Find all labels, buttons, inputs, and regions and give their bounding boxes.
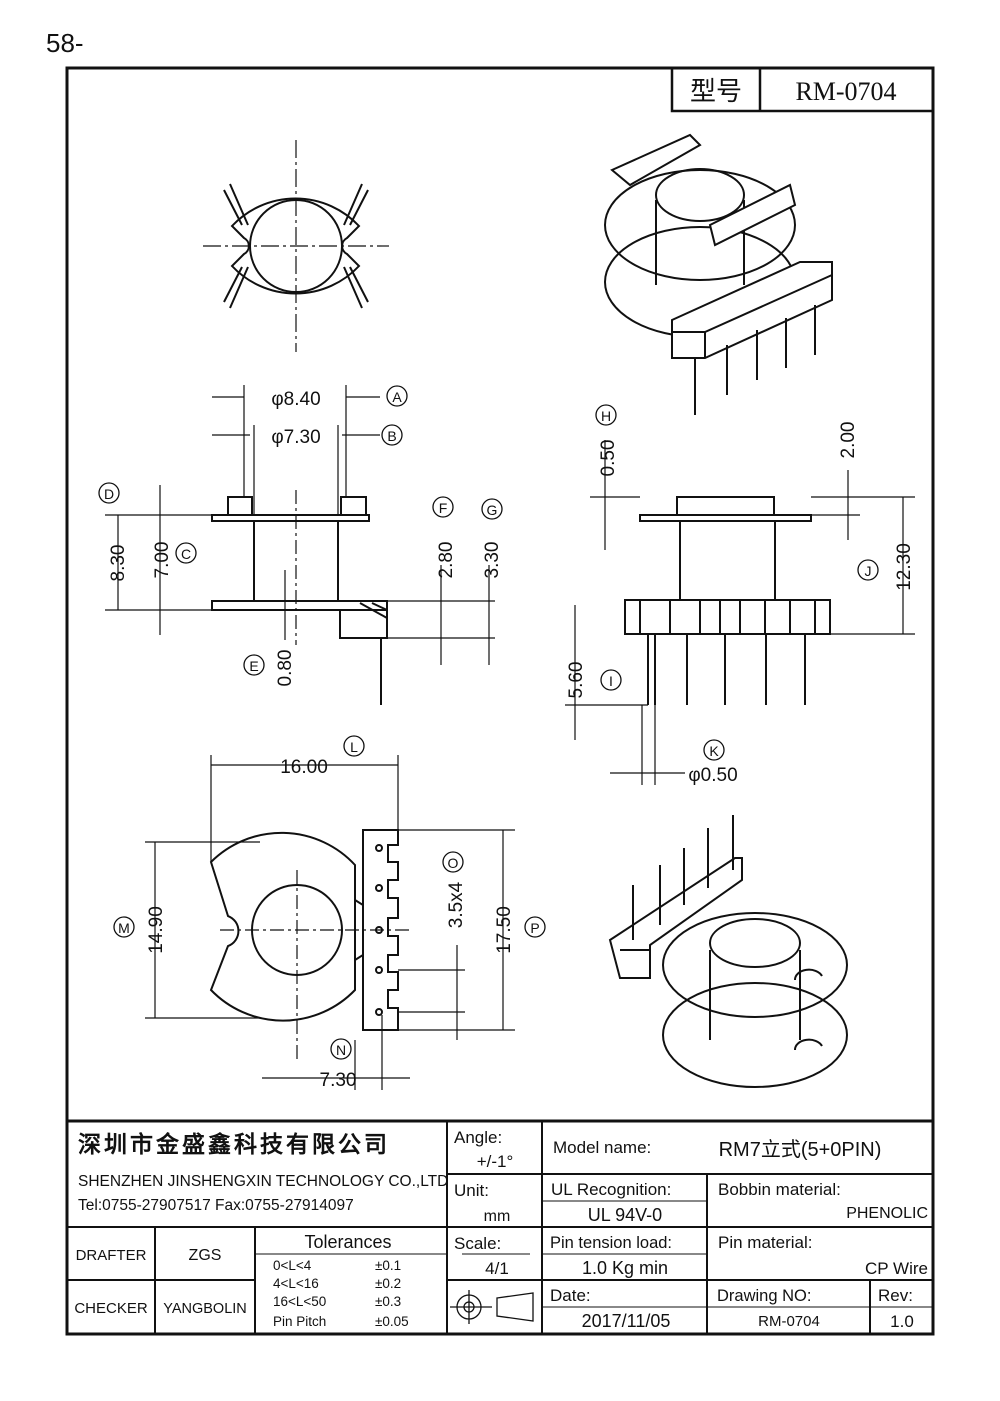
- drawing-no-label: Drawing NO:: [717, 1287, 811, 1305]
- tolerance-range: 0<L<4: [273, 1258, 312, 1273]
- ul-recognition-label: UL Recognition:: [551, 1180, 671, 1199]
- dim-g-letter: G: [487, 502, 498, 518]
- dim-m-letter: M: [118, 920, 130, 936]
- dim-h-value: 0.50: [598, 440, 619, 477]
- dim-m-value: 14.90: [146, 906, 167, 954]
- tolerance-range: 16<L<50: [273, 1294, 326, 1309]
- dim-i-value: 5.60: [566, 662, 587, 699]
- bobbin-material-value: PHENOLIC: [846, 1205, 928, 1222]
- scale-value: 4/1: [485, 1259, 509, 1278]
- dim-k-value: φ0.50: [688, 765, 737, 786]
- dim-l-value: 16.00: [280, 757, 328, 778]
- unit-value: mm: [484, 1208, 511, 1225]
- pin-tension-value: 1.0 Kg min: [582, 1258, 668, 1278]
- sheet-border: [65, 66, 935, 1336]
- dim-l-letter: L: [350, 739, 358, 755]
- projection-symbol-icon: [450, 1290, 534, 1324]
- tolerance-range: Pin Pitch: [273, 1314, 326, 1329]
- date-label: Date:: [550, 1286, 591, 1305]
- dim-c-value: 7.00: [152, 542, 173, 579]
- pin-material-value: CP Wire: [865, 1259, 928, 1278]
- tolerance-table: 0<L<4 ±0.1 4<L<16 ±0.2 16<L<50 ±0.3 Pin …: [273, 1258, 409, 1329]
- dim-letter-circles: [98, 385, 879, 1060]
- bottom-view: [145, 755, 515, 1090]
- dim-k-letter: K: [709, 743, 719, 759]
- dim-p-letter: P: [530, 920, 539, 936]
- tolerances-title: Tolerances: [304, 1232, 391, 1252]
- dim-e-value: 0.80: [275, 650, 296, 687]
- drawing-no-value: RM-0704: [758, 1313, 820, 1330]
- dim-h2-value: 2.00: [838, 422, 859, 459]
- model-box-value: RM-0704: [795, 77, 896, 106]
- pin-material-label: Pin material:: [718, 1233, 812, 1252]
- tolerance-value: ±0.3: [375, 1294, 401, 1309]
- dim-i-letter: I: [609, 673, 613, 689]
- tolerance-value: ±0.1: [375, 1258, 401, 1273]
- model-name-value: RM7立式(5+0PIN): [719, 1138, 882, 1161]
- dim-n-letter: N: [336, 1042, 346, 1058]
- dim-a-letter: A: [392, 389, 402, 405]
- unit-label: Unit:: [454, 1181, 489, 1200]
- dim-d-letter: D: [104, 486, 114, 502]
- date-value: 2017/11/05: [582, 1311, 671, 1331]
- dim-j-letter: J: [865, 563, 872, 579]
- tolerance-value: ±0.2: [375, 1276, 401, 1291]
- dim-c-letter: C: [181, 546, 191, 562]
- dim-a-value: φ8.40: [271, 389, 320, 410]
- company-name-en: SHENZHEN JINSHENGXIN TECHNOLOGY CO.,LTD: [78, 1173, 448, 1190]
- dim-e-letter: E: [249, 658, 258, 674]
- dim-n-value: 7.30: [320, 1070, 357, 1091]
- bobbin-material-label: Bobbin material:: [718, 1180, 841, 1199]
- dim-d-value: 8.30: [108, 545, 129, 582]
- isometric-view-bottom: [608, 815, 848, 1088]
- dim-o-value: 3.5x4: [446, 881, 467, 928]
- model-box-label: 型号: [690, 77, 742, 106]
- pin-tension-label: Pin tension load:: [550, 1234, 672, 1252]
- drafter-value: ZGS: [189, 1247, 222, 1264]
- tolerance-value: ±0.05: [375, 1314, 409, 1329]
- dim-o-letter: O: [448, 855, 459, 871]
- title-block: [67, 1119, 933, 1334]
- model-name-label: Model name:: [553, 1138, 651, 1157]
- model-box: 型号 RM-0704: [670, 66, 935, 113]
- dim-b-letter: B: [387, 428, 396, 444]
- dim-j-value: 12.30: [894, 543, 915, 591]
- angle-value: +/-1°: [477, 1152, 514, 1171]
- scale-label: Scale:: [454, 1234, 501, 1253]
- angle-label: Angle:: [454, 1128, 502, 1147]
- rev-label: Rev:: [878, 1286, 913, 1305]
- company-name-cn: 深圳市金盛鑫科技有限公司: [78, 1131, 390, 1157]
- dim-h-letter: H: [601, 408, 611, 424]
- front-view-right: [565, 440, 915, 785]
- page-number: 58-: [46, 28, 84, 58]
- dim-g-value: 3.30: [482, 542, 503, 579]
- dim-f-letter: F: [439, 500, 448, 516]
- checker-label: CHECKER: [74, 1300, 148, 1317]
- top-view: [203, 140, 389, 352]
- ul-recognition-value: UL 94V-0: [588, 1205, 662, 1225]
- rev-value: 1.0: [890, 1312, 914, 1331]
- dim-p-value: 17.50: [494, 906, 515, 954]
- checker-value: YANGBOLIN: [163, 1301, 247, 1317]
- company-contact: Tel:0755-27907517 Fax:0755-27914097: [78, 1197, 354, 1214]
- drafter-label: DRAFTER: [76, 1247, 147, 1264]
- isometric-view-top: [604, 133, 833, 415]
- side-view-left: [105, 385, 495, 705]
- dim-f-value: 2.80: [436, 542, 457, 579]
- tolerance-range: 4<L<16: [273, 1276, 319, 1291]
- dim-b-value: φ7.30: [271, 427, 320, 448]
